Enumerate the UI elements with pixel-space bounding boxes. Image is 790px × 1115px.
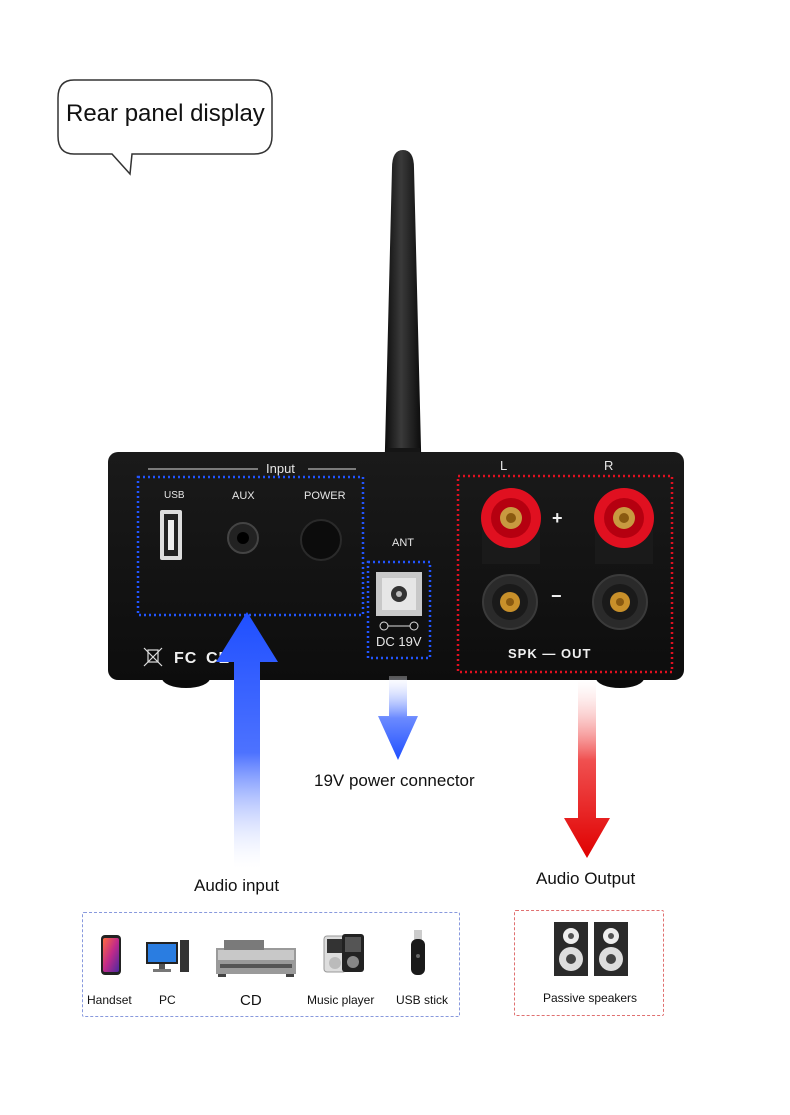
- audio-output-caption: Audio Output: [536, 869, 636, 888]
- right-channel-label: R: [604, 458, 614, 473]
- audio-input-arrow-icon: [216, 612, 278, 868]
- source-label-handset: Handset: [87, 993, 132, 1007]
- amplifier-rear-panel: Input USB AUX POWER ANT DC 19V L R + − S…: [108, 452, 684, 688]
- source-label-usb-stick: USB stick: [396, 993, 449, 1007]
- fc-mark: FC: [174, 650, 198, 667]
- music-player-icon: [323, 934, 364, 973]
- source-label-cd: CD: [240, 992, 262, 1009]
- usb-label: USB: [164, 490, 185, 501]
- cd-player-icon: [216, 940, 296, 977]
- speech-bubble: [57, 79, 273, 176]
- output-devices-box: [514, 910, 664, 1016]
- input-header: Input: [266, 461, 295, 476]
- speakers-icon: [554, 922, 628, 976]
- usb-stick-icon: [411, 930, 425, 975]
- aux-label: AUX: [232, 490, 255, 502]
- plus-label: +: [552, 508, 564, 528]
- dc-19v-label: DC 19V: [376, 634, 422, 649]
- audio-output-arrow-icon: [564, 680, 610, 858]
- minus-label: −: [551, 586, 563, 606]
- left-channel-label: L: [500, 458, 508, 473]
- source-label-pc: PC: [159, 993, 176, 1007]
- output-label-passive-speakers: Passive speakers: [543, 991, 638, 1005]
- bubble-title: Rear panel display: [66, 100, 265, 127]
- desktop-pc-icon: [146, 940, 189, 972]
- ant-label: ANT: [392, 537, 414, 549]
- power-connector-arrow-icon: [378, 676, 418, 760]
- input-sources-box: [82, 912, 460, 1017]
- power-connector-caption: 19V power connector: [314, 771, 475, 790]
- audio-input-caption: Audio input: [194, 876, 280, 895]
- power-label: POWER: [304, 490, 346, 502]
- smartphone-icon: [101, 935, 121, 975]
- spk-out-label: SPK — OUT: [508, 646, 592, 661]
- source-label-music-player: Music player: [307, 993, 375, 1007]
